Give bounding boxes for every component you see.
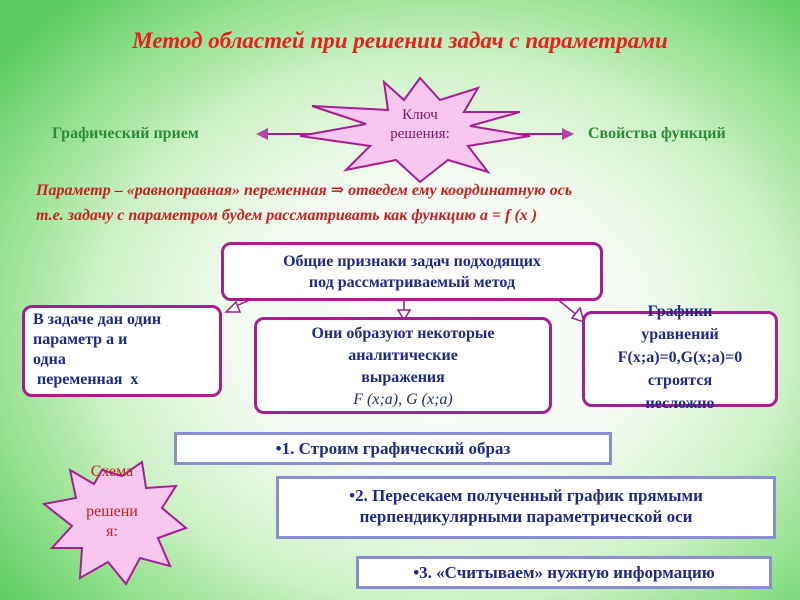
feature-line: переменная х <box>33 371 139 388</box>
feature-box-one-parameter: В задаче дан один параметр а и одна пере… <box>22 305 222 397</box>
feature-line: одна <box>33 351 66 368</box>
step-2-line: •2. Пересекаем полученный график прямыми <box>349 486 703 505</box>
scheme-star-line: Схема <box>90 463 134 480</box>
function-properties-label: Свойства функций <box>588 125 726 142</box>
arrow-to-middle-box <box>396 300 412 322</box>
feature-line: несложно <box>645 395 715 412</box>
scheme-star-line: я: <box>106 523 118 540</box>
feature-box-graphs-easy: Графики уравнений F(x;a)=0,G(x;a)=0 стро… <box>582 303 778 412</box>
feature-line: уравнений <box>641 326 719 343</box>
common-features-box: Общие признаки задач подходящих под расс… <box>221 242 603 301</box>
feature-line: F (x;a), G (x;a) <box>353 391 453 408</box>
key-star-line: Ключ <box>402 107 438 123</box>
feature-line: В задаче дан один <box>33 311 162 328</box>
feature-line: Графики <box>647 303 713 320</box>
feature-line: Они образуют некоторые <box>311 325 495 342</box>
key-star-shape <box>299 76 531 184</box>
scheme-star-text: Схема решени я: <box>62 462 162 542</box>
param-text-line-2: т.е. задачу с параметром будем рассматри… <box>36 207 538 224</box>
feature-box-analytic-expressions: Они образуют некоторые аналитические выр… <box>254 317 552 414</box>
slide-title: Метод областей при решении задач с парам… <box>132 28 668 53</box>
step-2-line: перпендикулярными параметрической оси <box>359 507 693 526</box>
feature-line: F(x;a)=0,G(x;a)=0 <box>617 349 743 366</box>
arrow-to-right-box <box>555 297 586 324</box>
scheme-star-line <box>62 482 162 502</box>
common-features-line: Общие признаки задач подходящих <box>283 253 541 270</box>
scheme-star-shape <box>41 460 188 586</box>
feature-line: выражения <box>361 369 445 386</box>
step-2: •2. Пересекаем полученный график прямыми… <box>276 476 776 539</box>
feature-line: параметр а и <box>33 331 128 348</box>
step-3: •3. «Считываем» нужную информацию <box>356 556 772 589</box>
scheme-star-line: решени <box>86 503 138 520</box>
key-star-text: Ключ решения: <box>360 106 480 144</box>
feature-line: аналитические <box>348 347 458 364</box>
graphic-method-label: Графический прием <box>52 125 199 142</box>
step-1: •1. Строим графический образ <box>174 432 612 465</box>
key-star-line: решения: <box>390 126 450 142</box>
common-features-line: под рассматриваемый метод <box>308 274 516 291</box>
param-text-line-1: Параметр – «равноправная» переменная ⇒ о… <box>36 182 573 199</box>
feature-line: строятся <box>647 372 713 389</box>
